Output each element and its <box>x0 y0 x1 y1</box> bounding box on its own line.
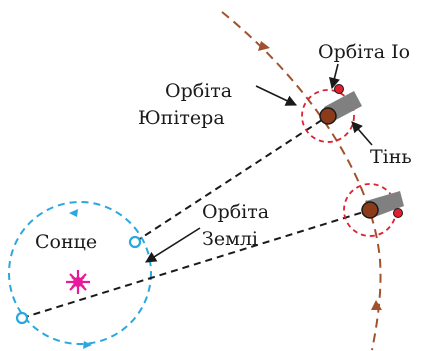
sun-label: Сонце <box>35 231 97 253</box>
io-orbit-pointer <box>329 63 340 90</box>
jupiter-orbit-label-line2: Юпітера <box>138 107 225 129</box>
earth-orbit <box>8 201 152 345</box>
earth-orbit-label-line2: Землі <box>202 228 258 250</box>
sun-icon <box>66 270 90 294</box>
io-upper <box>334 84 344 94</box>
jupiter-orbit-label-line1: Орбіта <box>165 80 232 102</box>
earth-orbit-arrow-bottom <box>83 341 92 349</box>
earth-position-upper <box>128 235 142 249</box>
io-orbit-label: Орбіта Іо <box>318 41 410 63</box>
earth-orbit-pointer <box>145 227 201 263</box>
shadow-label: Тінь <box>370 146 412 168</box>
jupiter-upper <box>319 107 337 125</box>
sight-line-lower <box>21 209 371 319</box>
shadow-pointer <box>351 121 373 146</box>
earth-orbit-label-line1: Орбіта <box>202 201 269 223</box>
earth-position-lower <box>15 311 29 325</box>
io-lower <box>393 208 403 218</box>
jupiter-orbit <box>221 11 382 351</box>
io-orbit-upper <box>301 89 355 143</box>
jupiter-lower <box>361 201 379 219</box>
sight-line-upper <box>134 115 329 243</box>
jupiter-orbit-arrow-top <box>258 41 270 51</box>
earth-orbit-arrow-top <box>69 209 78 217</box>
jupiter-orbit-pointer <box>255 85 298 106</box>
jupiter-orbit-arrow-bottom <box>371 300 382 310</box>
